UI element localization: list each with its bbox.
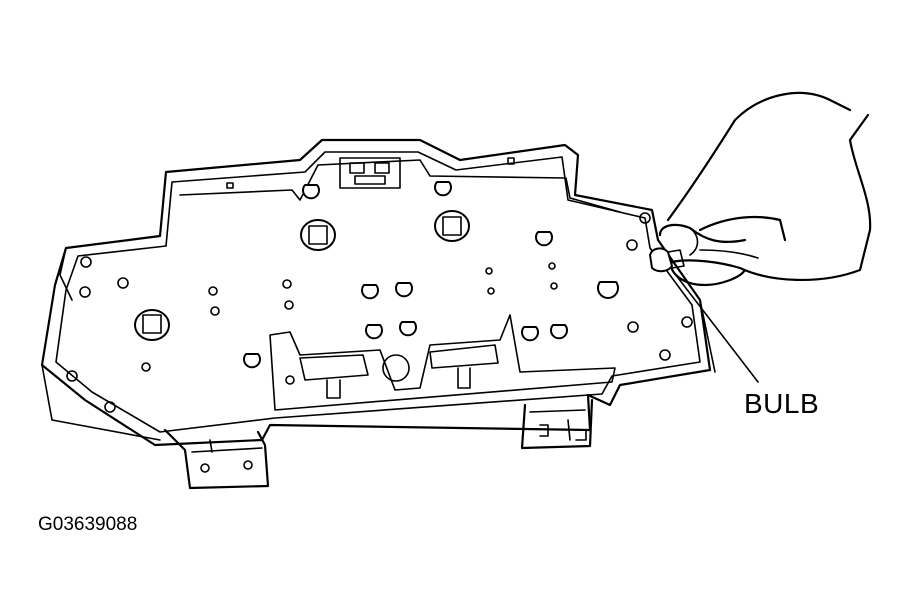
socket-large — [134, 309, 170, 341]
connector-socket — [339, 157, 401, 189]
small-bulb-sockets — [243, 181, 619, 369]
callout-leader-line — [671, 269, 759, 383]
mounting-bracket-left — [163, 428, 270, 490]
figure-id: G03639088 — [38, 514, 138, 535]
mounting-bracket-right — [520, 398, 594, 450]
large-bulb-sockets — [134, 210, 470, 341]
bulb-callout-label: BULB — [744, 388, 820, 419]
mounting-holes — [66, 157, 693, 413]
cluster-inner-panel — [179, 159, 621, 411]
socket-large — [300, 219, 336, 251]
terminal-pins — [326, 367, 471, 399]
hand-icon — [658, 91, 872, 287]
bulb-icon — [649, 247, 685, 273]
socket-large — [434, 210, 470, 242]
